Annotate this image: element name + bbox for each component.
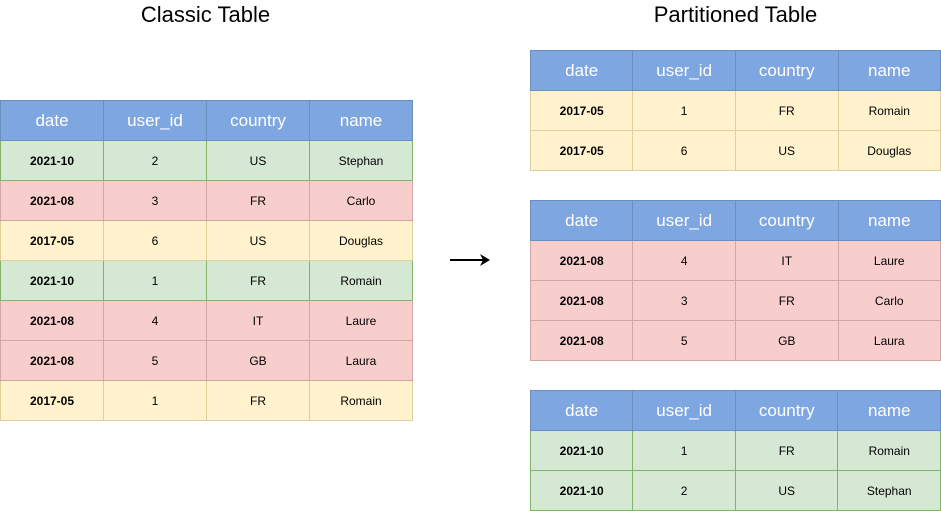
cell-country: FR [206,180,310,221]
cell-user-id: 5 [103,340,207,381]
header-name: name [837,390,941,431]
cell-name: Romain [837,90,941,131]
header-name: name [309,100,413,141]
cell-user-id: 6 [632,130,736,171]
header-country: country [734,50,839,91]
cell-name: Laura [309,340,413,381]
header-user-id: user_id [632,390,736,431]
cell-name: Romain [309,260,413,301]
cell-user-id: 1 [103,380,207,421]
cell-name: Laura [837,320,941,361]
cell-country: FR [734,280,839,321]
header-date: date [0,100,104,141]
cell-date: 2021-10 [0,140,104,181]
cell-date: 2017-05 [0,380,104,421]
cell-date: 2021-08 [529,280,634,321]
header-user-id: user_id [632,200,736,241]
cell-date: 2021-10 [529,430,634,471]
cell-date: 2017-05 [529,90,634,131]
cell-country: US [206,140,310,181]
header-user-id: user_id [103,100,207,141]
cell-name: Romain [309,380,413,421]
header-date: date [529,50,634,91]
cell-date: 2021-08 [529,320,634,361]
cell-name: Stephan [309,140,413,181]
table-header-row: date user_id country name [529,50,941,91]
classic-table-title: Classic Table [140,2,271,27]
header-name: name [837,50,941,91]
cell-country: GB [734,320,839,361]
cell-user-id: 2 [632,470,736,511]
cell-date: 2017-05 [529,130,634,171]
cell-country: FR [734,430,839,471]
cell-name: Laure [837,240,941,281]
cell-date: 2017-05 [0,220,104,261]
partitioned-table-title: Partitioned Table [653,2,818,27]
cell-date: 2021-08 [0,300,104,341]
header-name: name [837,200,941,241]
cell-user-id: 3 [632,280,736,321]
cell-user-id: 5 [632,320,736,361]
cell-user-id: 1 [632,90,736,131]
header-country: country [206,100,310,141]
cell-name: Carlo [837,280,941,321]
table-header-row: date user_id country name [529,200,941,241]
cell-country: US [734,470,839,511]
cell-name: Laure [309,300,413,341]
cell-date: 2021-08 [0,180,104,221]
header-country: country [734,390,839,431]
header-user-id: user_id [632,50,736,91]
cell-name: Douglas [837,130,941,171]
cell-country: GB [206,340,310,381]
header-country: country [734,200,839,241]
cell-date: 2021-10 [0,260,104,301]
cell-date: 2021-08 [529,240,634,281]
cell-country: FR [206,380,310,421]
cell-country: FR [206,260,310,301]
cell-country: IT [206,300,310,341]
cell-user-id: 4 [103,300,207,341]
cell-user-id: 4 [632,240,736,281]
cell-user-id: 6 [103,220,207,261]
cell-name: Romain [837,430,941,471]
cell-country: US [206,220,310,261]
cell-name: Carlo [309,180,413,221]
cell-name: Stephan [837,470,941,511]
cell-user-id: 3 [103,180,207,221]
cell-country: IT [734,240,839,281]
cell-date: 2021-08 [0,340,104,381]
table-header-row: date user_id country name [0,100,413,141]
cell-name: Douglas [309,220,413,261]
cell-country: FR [734,90,839,131]
cell-user-id: 1 [632,430,736,471]
cell-date: 2021-10 [529,470,634,511]
cell-user-id: 1 [103,260,207,301]
table-header-row: date user_id country name [529,390,941,431]
header-date: date [529,200,634,241]
right-arrow-icon [450,254,490,266]
cell-country: US [734,130,839,171]
cell-user-id: 2 [103,140,207,181]
header-date: date [529,390,634,431]
